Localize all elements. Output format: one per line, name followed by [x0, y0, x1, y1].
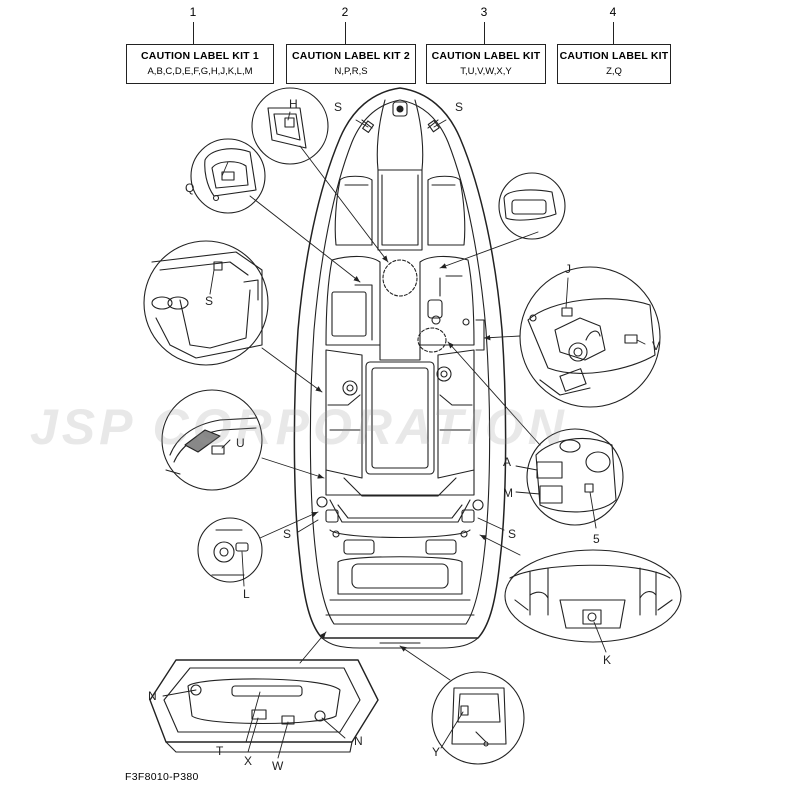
callout-n-left: N [148, 689, 157, 703]
callout-v: V [652, 339, 660, 353]
callout-s-aft-right: S [508, 527, 516, 541]
callout-s-bow-left: S [334, 100, 342, 114]
callout-k: K [603, 653, 611, 667]
kit-list-2: N,P,R,S [334, 66, 368, 77]
callout-m: M [503, 486, 513, 500]
callout-y: Y [432, 745, 440, 759]
detail-k [504, 549, 682, 643]
kit-number-4: 4 [609, 5, 617, 19]
callout-j: J [565, 262, 571, 276]
detail-upper-right [498, 172, 566, 240]
kit-title-4: CAUTION LABEL KIT [559, 50, 669, 62]
detail-jv [519, 266, 661, 408]
callout-q: Q [185, 181, 194, 195]
kit-title-2: CAUTION LABEL KIT 2 [292, 50, 410, 62]
callout-s-aft-left: S [283, 527, 291, 541]
kit-list-4: Z,Q [606, 66, 622, 77]
kit-title-3: CAUTION LABEL KIT [431, 50, 541, 62]
detail-h [251, 87, 329, 165]
console-area [325, 255, 485, 353]
leader-lines [162, 111, 646, 759]
bow-area [334, 99, 466, 251]
detail-s-left [143, 240, 269, 366]
callout-l: L [243, 587, 250, 601]
detail-y [431, 671, 525, 765]
kit-title-1: CAUTION LABEL KIT 1 [141, 50, 259, 62]
callout-t: T [216, 744, 224, 758]
detail-am5 [526, 428, 624, 526]
aft-area [316, 496, 484, 616]
callout-5: 5 [593, 532, 600, 546]
callout-u: U [236, 436, 245, 450]
kit-box-3: CAUTION LABEL KIT T,U,V,W,X,Y [426, 44, 546, 84]
kit-number-2: 2 [341, 5, 349, 19]
callout-s-detail: S [205, 294, 213, 308]
kit-list-3: T,U,V,W,X,Y [460, 66, 512, 77]
callout-n-right: N [354, 734, 363, 748]
detail-q [190, 138, 266, 214]
kit-number-3: 3 [480, 5, 488, 19]
kit-box-1: CAUTION LABEL KIT 1 A,B,C,D,E,F,G,H,J,K,… [126, 44, 274, 84]
detail-u [161, 389, 263, 491]
kit-box-4: CAUTION LABEL KIT Z,Q [557, 44, 671, 84]
callout-w: W [272, 759, 284, 773]
kit-list-1: A,B,C,D,E,F,G,H,J,K,L,M [147, 66, 253, 77]
callout-a: A [503, 455, 511, 469]
kit-lead-line-1 [193, 22, 194, 44]
kit-box-2: CAUTION LABEL KIT 2 N,P,R,S [286, 44, 416, 84]
detail-l [197, 517, 263, 583]
callout-h: H [289, 97, 298, 111]
cockpit [325, 344, 475, 497]
watermark-text: JSP CORPORATION [30, 399, 568, 455]
callout-s-bow-right: S [455, 100, 463, 114]
kit-lead-line-3 [484, 22, 485, 44]
kit-number-1: 1 [189, 5, 197, 19]
kit-lead-line-4 [613, 22, 614, 44]
kit-lead-line-2 [345, 22, 346, 44]
callout-labels: H S S Q S J V U A M 5 S S L K N N T X W … [148, 97, 660, 773]
diagram-code: F3F8010-P380 [125, 771, 199, 783]
callout-x: X [244, 754, 252, 768]
detail-stern-panel [149, 659, 379, 753]
